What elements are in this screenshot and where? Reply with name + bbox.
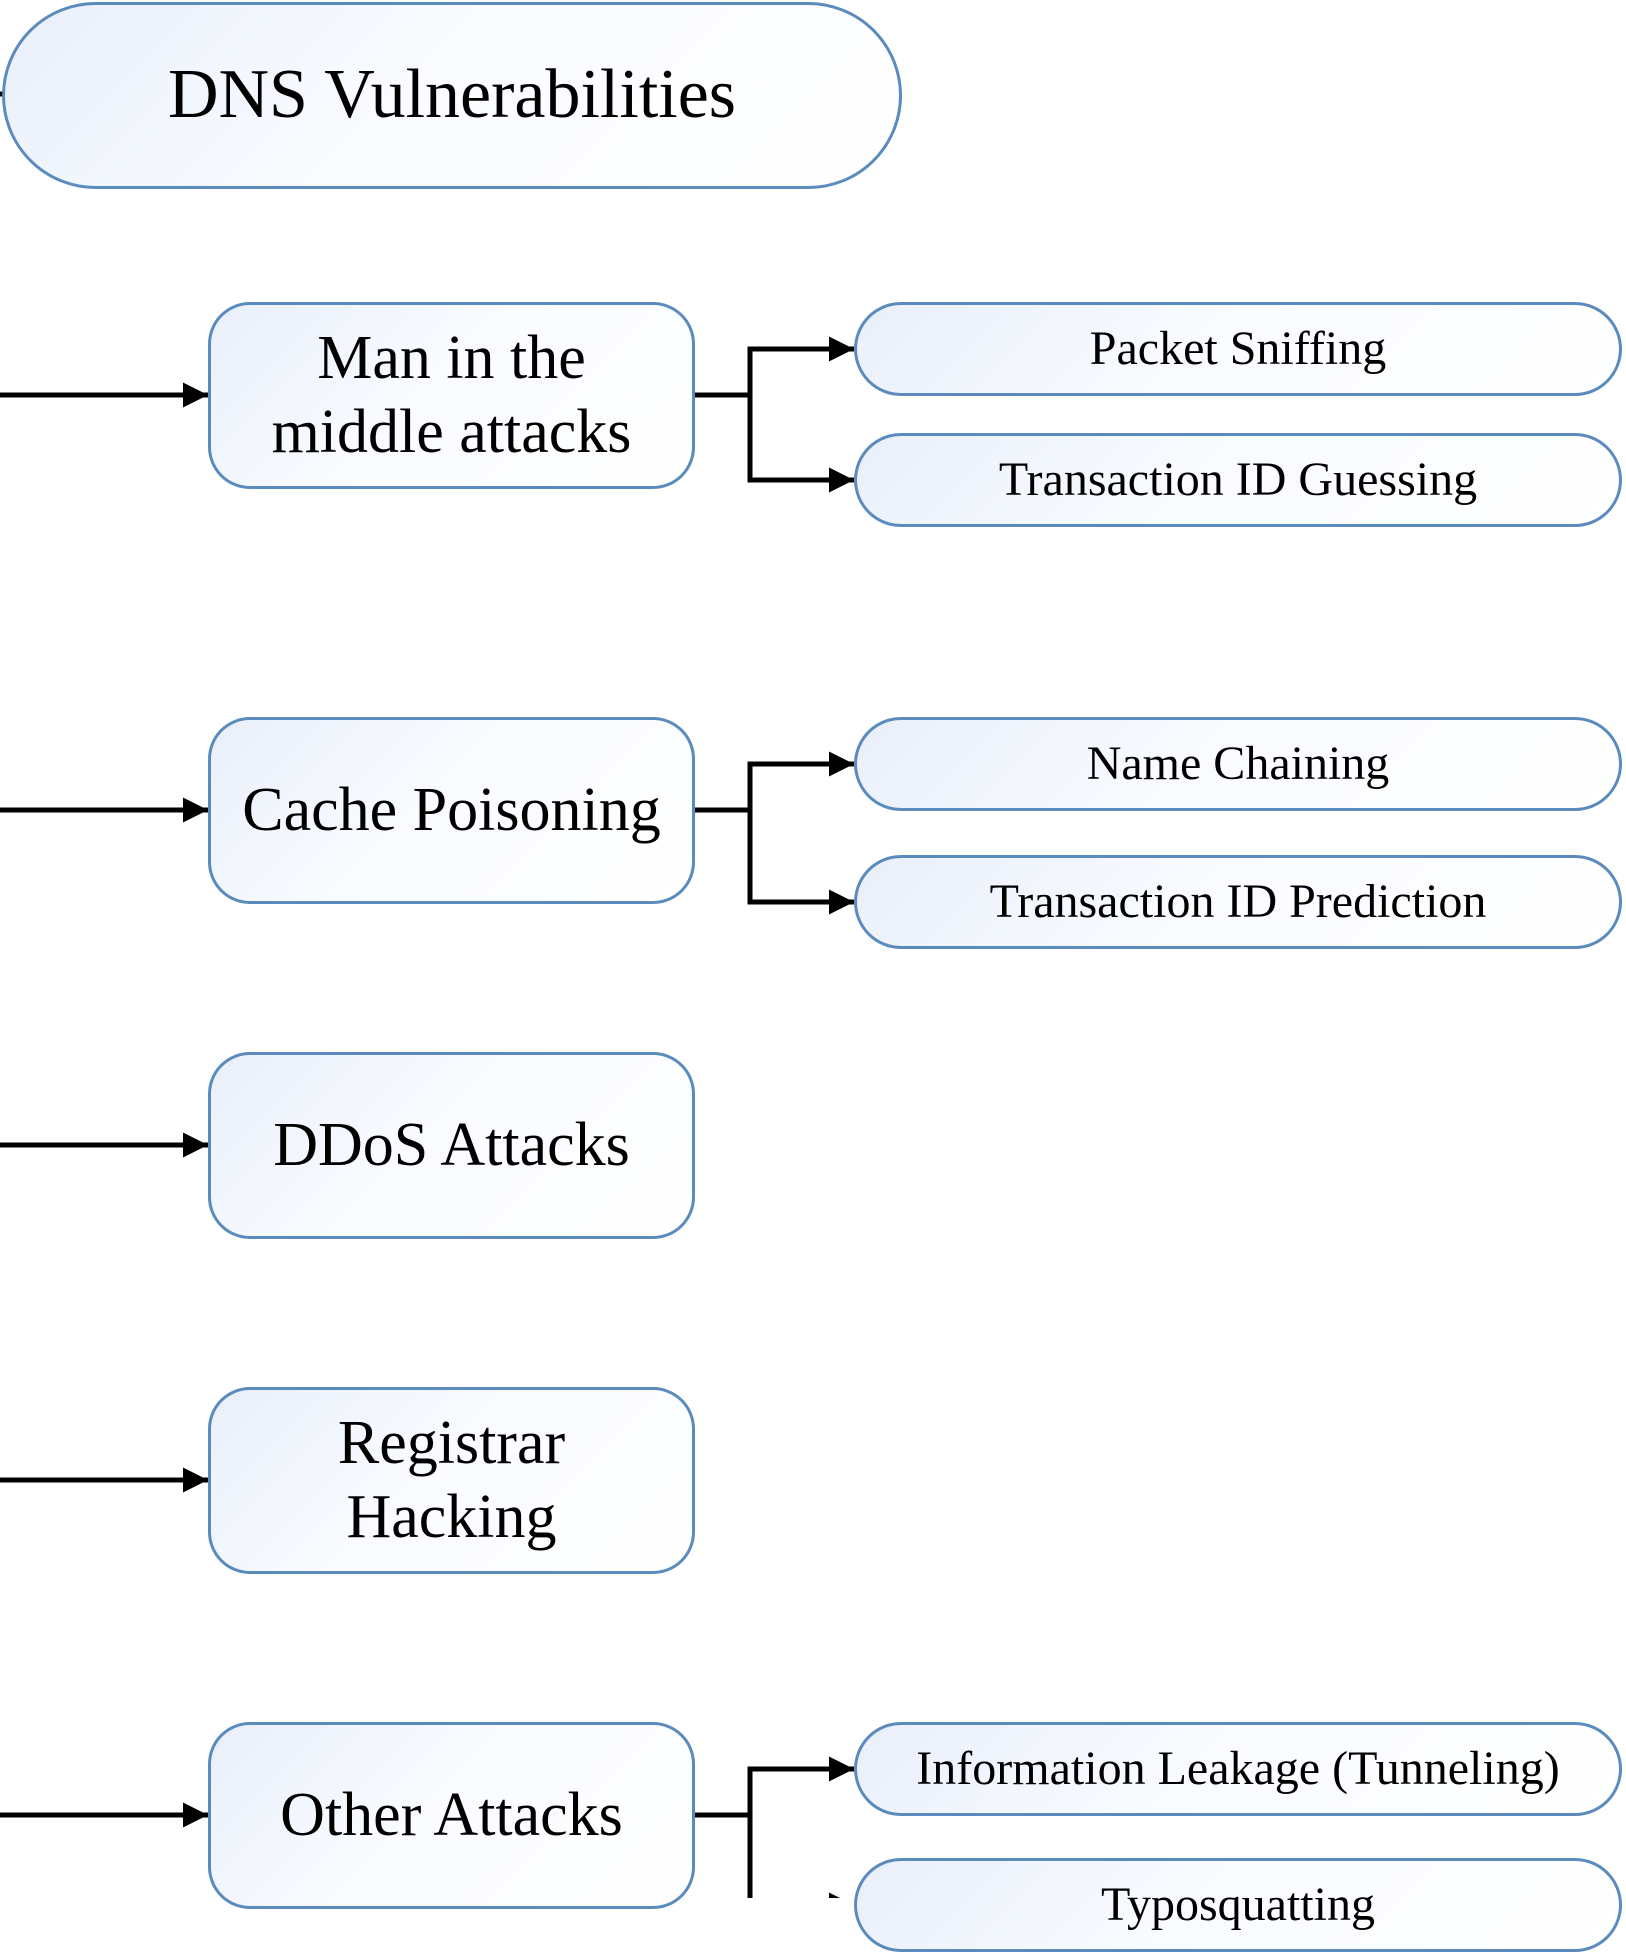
leaf-arrow	[747, 810, 854, 915]
leaf-node-packet-sniffing: Packet Sniffing	[854, 302, 1622, 396]
leaf-label-packet-sniffing: Packet Sniffing	[1089, 321, 1387, 375]
category-node-mitm: Man in the middle attacks	[208, 302, 695, 489]
root-title: DNS Vulnerabilities	[167, 56, 737, 134]
leaf-label-transaction-id-guessing: Transaction ID Guessing	[998, 452, 1478, 506]
category-node-cache-poisoning: Cache Poisoning	[208, 717, 695, 904]
category-label-line: middle attacks	[271, 397, 632, 466]
leaf-label-transaction-id-prediction: Transaction ID Prediction	[989, 874, 1487, 928]
leaf-arrow	[747, 751, 854, 810]
category-label-ddos: DDoS Attacks	[273, 1110, 630, 1179]
leaf-node-typosquatting: Typosquatting	[854, 1858, 1622, 1952]
leaf-node-transaction-id-prediction: Transaction ID Prediction	[854, 855, 1622, 949]
leaf-label-typosquatting: Typosquatting	[1101, 1877, 1375, 1931]
leaf-node-name-chaining: Name Chaining	[854, 717, 1622, 811]
leaf-node-information-leakage: Information Leakage (Tunneling)	[854, 1722, 1622, 1816]
category-node-ddos: DDoS Attacks	[208, 1052, 695, 1239]
leaf-arrow	[747, 1756, 854, 1815]
leaf-label-information-leakage: Information Leakage (Tunneling)	[916, 1741, 1560, 1795]
category-label-cache-poisoning: Cache Poisoning	[242, 775, 661, 844]
category-label-line: Man in the	[317, 324, 586, 393]
leaf-node-transaction-id-guessing: Transaction ID Guessing	[854, 433, 1622, 527]
category-label-registrar-hacking: Registrar Hacking	[338, 1407, 565, 1553]
category-node-registrar-hacking: Registrar Hacking	[208, 1387, 695, 1574]
category-label-other-attacks: Other Attacks	[280, 1780, 623, 1849]
leaf-arrow	[747, 395, 854, 493]
leaf-arrow	[747, 1815, 854, 1898]
category-label-mitm: Man in the middle attacks	[272, 322, 632, 468]
category-label-line: Registrar	[337, 1409, 566, 1478]
root-node: DNS Vulnerabilities	[2, 2, 902, 189]
category-node-other-attacks: Other Attacks	[208, 1722, 695, 1909]
leaf-label-name-chaining: Name Chaining	[1086, 736, 1390, 790]
leaf-arrow	[747, 336, 854, 395]
connector-layer	[0, 91, 854, 1898]
category-label-line: Hacking	[346, 1482, 557, 1551]
